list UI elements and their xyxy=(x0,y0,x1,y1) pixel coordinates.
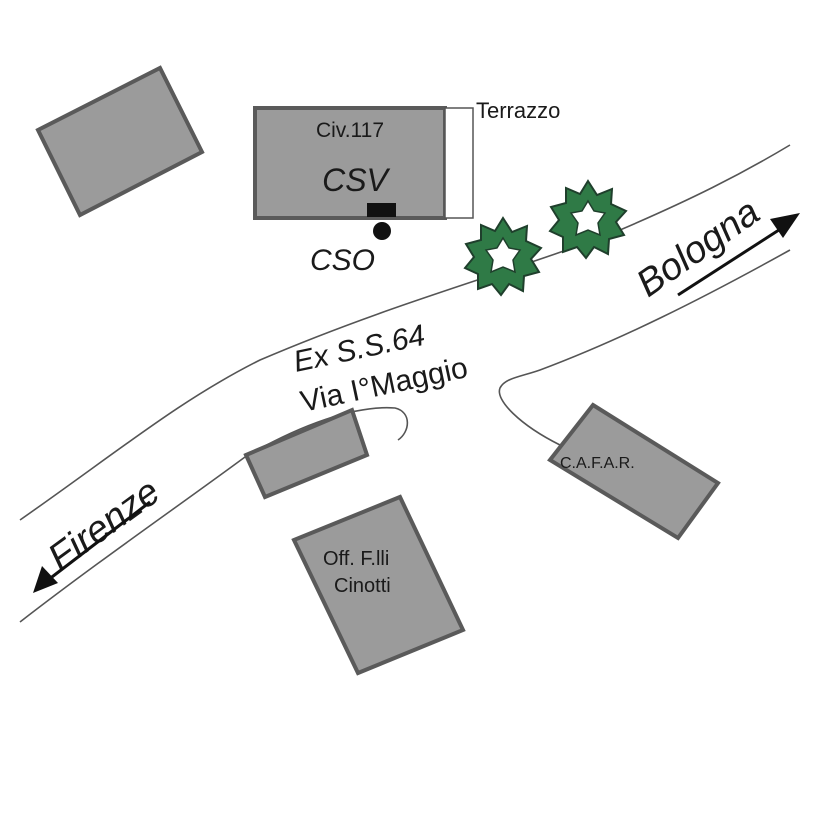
road-edge-south-west xyxy=(19,456,246,623)
building-cafar: C.A.F.A.R. xyxy=(547,402,721,541)
point-label: CSO xyxy=(310,244,375,277)
cafar-label: C.A.F.A.R. xyxy=(560,455,635,472)
station-label: CSV xyxy=(322,162,390,198)
road-side-street-west xyxy=(244,406,409,458)
terrace-label: Terrazzo xyxy=(476,98,560,123)
road-side-street-east xyxy=(498,249,791,446)
road-edge-north xyxy=(19,144,791,521)
terrace xyxy=(444,107,474,219)
road xyxy=(19,144,791,623)
tree-icon xyxy=(463,216,543,297)
workshop-label-line2: Cinotti xyxy=(334,575,391,597)
civic-number: Civ.117 xyxy=(316,119,384,142)
point-marker xyxy=(373,222,391,240)
direction-west-label: Firenze xyxy=(41,471,168,579)
building-workshop: Off. F.lli Cinotti xyxy=(291,494,466,676)
arrow-icon xyxy=(33,500,151,593)
direction-east-label: Bologna xyxy=(629,191,767,305)
arrow-icon xyxy=(677,213,800,297)
building-roadside xyxy=(243,407,370,500)
main-building: Civ.117 CSV xyxy=(253,106,474,220)
tree-icon xyxy=(548,179,628,260)
workshop-label-line1: Off. F.lli xyxy=(323,548,389,570)
station-marker xyxy=(367,203,396,217)
building-northwest xyxy=(35,65,205,218)
